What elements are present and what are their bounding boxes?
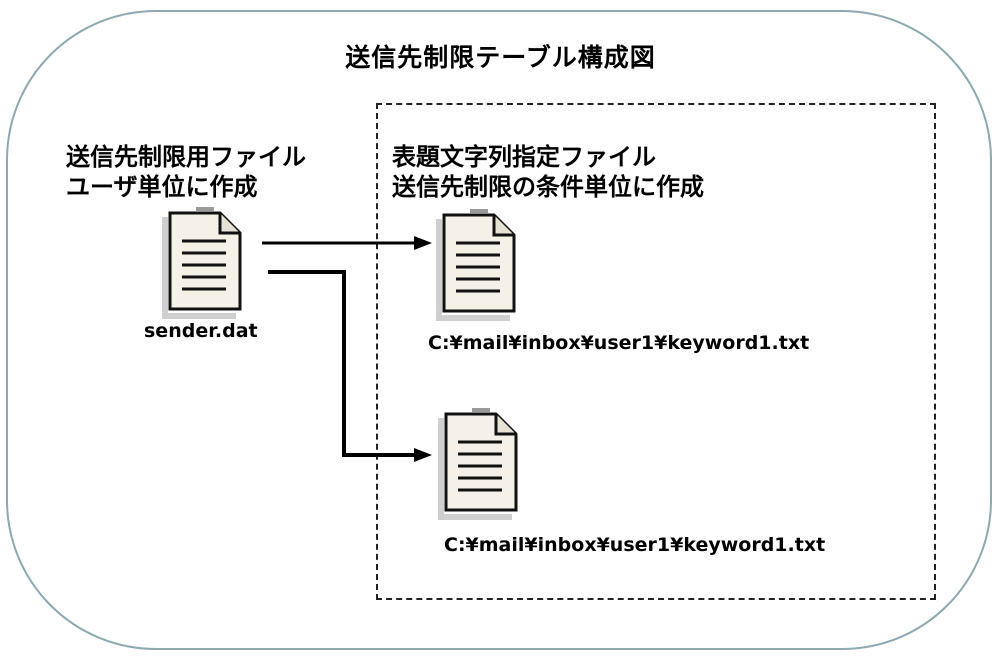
keyword-files-group (376, 103, 936, 600)
sender-file-description-line1: 送信先制限用ファイル (66, 143, 306, 171)
sender-file-description: 送信先制限用ファイル ユーザ単位に作成 (66, 142, 306, 202)
arrow-right-icon (414, 448, 432, 462)
keyword-file-description: 表題文字列指定ファイル 送信先制限の条件単位に作成 (392, 142, 704, 202)
document-icon (436, 209, 516, 321)
keyword1-filename: C:¥mail¥inbox¥user1¥keyword1.txt (428, 332, 810, 354)
document-icon (438, 408, 518, 520)
keyword2-file-document-icon (438, 408, 518, 520)
arrow-to-keyword2 (268, 270, 432, 462)
diagram-title: 送信先制限テーブル構成図 (345, 43, 656, 72)
keyword-file-description-line1: 表題文字列指定ファイル (392, 143, 656, 171)
keyword2-filename: C:¥mail¥inbox¥user1¥keyword1.txt (444, 534, 826, 556)
keyword1-file-document-icon (436, 209, 516, 321)
diagram-frame (6, 10, 992, 650)
sender-file-description-line2: ユーザ単位に作成 (66, 173, 258, 201)
arrow-right-icon (414, 236, 432, 250)
document-icon (162, 207, 242, 319)
sender-file-document-icon (162, 207, 242, 319)
sender-filename: sender.dat (144, 320, 258, 342)
arrow-to-keyword1 (262, 236, 432, 250)
keyword-file-description-line2: 送信先制限の条件単位に作成 (392, 173, 704, 201)
